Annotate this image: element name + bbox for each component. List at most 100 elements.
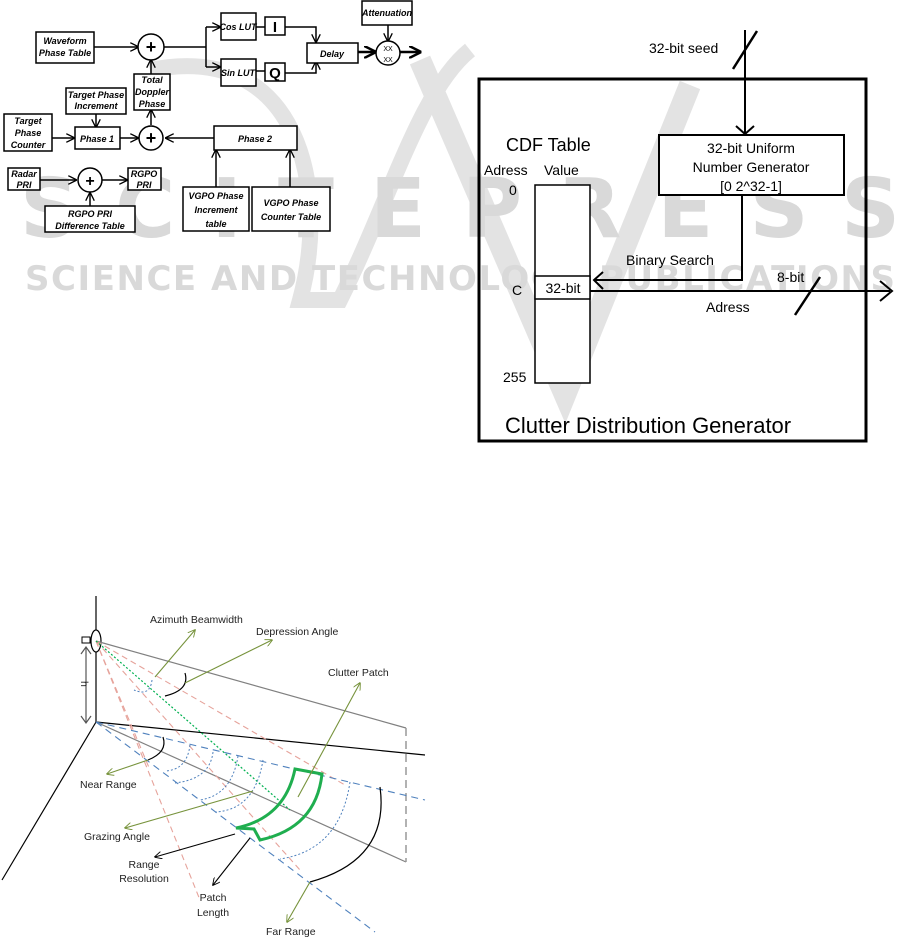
ground-edge-far: [95, 721, 426, 756]
cos-lut-label: Cos LUT: [220, 22, 259, 32]
generator-label-1: 32-bit Uniform: [707, 140, 795, 156]
range-resolution-label-1: Range: [129, 859, 160, 871]
radar-pri-label-2: PRI: [16, 180, 32, 190]
beam-upper-bound: [95, 640, 407, 729]
range-arcs: [133, 679, 351, 860]
waveform-label-1: Waveform: [43, 36, 86, 46]
plus-icon: +: [85, 173, 94, 190]
binary-search-arrowhead: [592, 271, 604, 290]
vgpo-phase-increment-table-block: [182, 186, 250, 232]
address-output-arrowhead: [879, 280, 894, 302]
multiplier-node: [375, 40, 401, 66]
value-column-header: Value: [544, 162, 579, 178]
near-range-label: Near Range: [80, 779, 137, 791]
vgpo-inc-label-3: table: [205, 219, 226, 229]
i-label: I: [273, 19, 277, 36]
watermark-line2: SCIENCE AND TECHNOLOGY PUBLICATIONS: [25, 259, 895, 299]
phase1-block: [74, 126, 121, 150]
target-phase-counter-label-2: Phase: [15, 128, 42, 138]
far-range-arc: [309, 786, 382, 883]
rgpo-pri-block: [127, 167, 162, 191]
target-phase-counter-label-3: Counter: [11, 140, 46, 150]
black-leader-arrows: [155, 833, 251, 885]
waveform-label-2: Phase Table: [39, 48, 91, 58]
phase2-label: Phase 2: [238, 134, 272, 144]
rgpo-pri-label-2: PRI: [136, 180, 152, 190]
total-doppler-label-1: Total: [141, 75, 163, 85]
delay-block: [306, 42, 359, 64]
uniform-generator-block: [658, 134, 845, 196]
mult-label-1: XX: [383, 46, 393, 53]
range-resolution-label-2: Resolution: [119, 873, 169, 885]
i-block: [264, 16, 286, 36]
leader-arrows: [107, 630, 360, 922]
target-phase-counter-block: [3, 113, 53, 152]
rgpo-pri-label-1: RGPO: [131, 169, 158, 179]
generator-label-2: Number Generator: [693, 159, 810, 175]
grazing-angle-label: Grazing Angle: [84, 831, 150, 843]
phase2-block: [213, 125, 298, 151]
target-phase-increment-block: [65, 87, 127, 115]
attenuation-block: [361, 0, 413, 26]
cos-lut-block: [220, 12, 257, 41]
generator-label-3: [0 2^32-1]: [720, 178, 782, 194]
address-bus-slash: [793, 276, 822, 316]
depression-angle-arc: [164, 672, 187, 697]
blue-dashed-rays: [95, 721, 426, 933]
binary-search-label: Binary Search: [626, 252, 714, 268]
sin-lut-block: [220, 58, 257, 87]
sin-lut-label: Sin LUT: [221, 68, 256, 78]
target-phase-increment-label-1: Target Phase: [68, 90, 124, 100]
seed-label: 32-bit seed: [649, 40, 718, 56]
far-range-label: Far Range: [266, 926, 316, 938]
address-255: 255: [503, 369, 527, 385]
vgpo-inc-label-2: Increment: [194, 205, 238, 215]
output-width-label: 8-bit: [777, 269, 804, 285]
phase1-label: Phase 1: [80, 134, 114, 144]
cdf-cell-value: 32-bit: [545, 280, 580, 296]
cdf-selected-cell: [534, 275, 591, 300]
clutter-patch: [235, 767, 324, 842]
rgpo-diff-label-1: RGPO PRI: [68, 209, 113, 219]
height-label: h: [78, 681, 90, 687]
depression-angle-label: Depression Angle: [256, 626, 338, 638]
address-column-header: Adress: [484, 162, 528, 178]
sum-node-middle: [138, 125, 164, 151]
radar-pri-label-1: Radar: [11, 169, 37, 179]
patch-length-label-2: Length: [197, 907, 229, 919]
target-phase-increment-label-2: Increment: [74, 101, 118, 111]
sum-node-top: [137, 33, 165, 61]
vgpo-counter-label-1: VGPO Phase: [263, 198, 318, 208]
green-boresight-ray: [95, 640, 291, 811]
watermark-check: [409, 55, 701, 424]
vgpo-phase-counter-table-block: [251, 186, 331, 232]
red-dashed-rays: [95, 640, 346, 901]
vgpo-inc-label-1: VGPO Phase: [188, 191, 243, 201]
output-address-label: Adress: [706, 299, 750, 315]
radar-pri-block: [7, 167, 41, 191]
seed-bus-slash: [731, 30, 759, 70]
total-doppler-phase-block: [133, 73, 171, 111]
cdf-table-title: CDF Table: [506, 135, 591, 155]
clutter-patch-label: Clutter Patch: [328, 667, 389, 679]
binary-search-line: [594, 196, 743, 281]
attenuation-label: Attenuation: [361, 8, 412, 18]
plus-icon: +: [146, 128, 157, 148]
generator-title: Clutter Distribution Generator: [505, 413, 791, 438]
rgpo-diff-label-2: Difference Table: [55, 221, 125, 231]
generator-frame: [477, 77, 868, 443]
q-label: Q: [269, 65, 281, 82]
ground-edge-left: [1, 721, 97, 881]
address-0: 0: [509, 182, 517, 198]
clutter-distribution-generator-diagram: 32-bit seed 32-bit Uniform Number Genera…: [477, 30, 894, 443]
clutter-geometry-diagram: h: [1, 596, 426, 938]
sum-node-bottom: [77, 167, 103, 193]
address-c: C: [512, 282, 522, 298]
delay-label: Delay: [320, 49, 345, 59]
azimuth-beamwidth-label: Azimuth Beamwidth: [150, 614, 243, 626]
total-doppler-label-2: Doppler: [135, 87, 169, 97]
target-phase-counter-label-1: Target: [14, 116, 42, 126]
total-doppler-label-3: Phase: [139, 99, 166, 109]
mult-label-2: XX: [383, 57, 393, 64]
